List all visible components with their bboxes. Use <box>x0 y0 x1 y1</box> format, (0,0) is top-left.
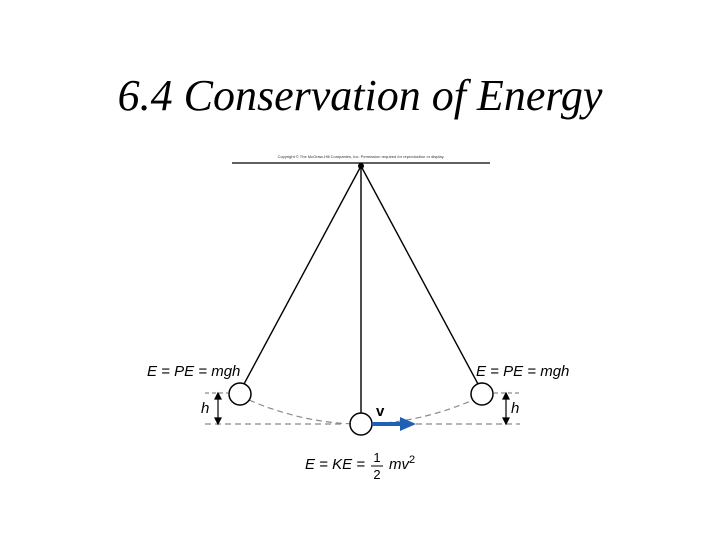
energy-label-right-var: mgh <box>540 363 569 380</box>
energy-label-bottom-var: mv2 <box>389 454 415 473</box>
energy-label-bottom-exponent: 2 <box>409 454 415 466</box>
energy-label-left-var: mgh <box>211 363 240 380</box>
copyright-notice: Copyright © The McGraw-Hill Companies, I… <box>278 154 445 159</box>
energy-label-bottom-prefix: E = KE = <box>305 456 365 473</box>
energy-label-left: E = PE = mgh <box>147 363 240 380</box>
height-label-right: h <box>511 400 519 417</box>
velocity-label: v <box>376 403 385 420</box>
page-title: 6.4 Conservation of Energy <box>117 71 603 120</box>
energy-label-bottom: E = KE = 1 2 mv2 <box>305 450 415 482</box>
energy-label-left-prefix: E = PE = <box>147 363 211 380</box>
string-right <box>360 165 479 385</box>
string-left <box>243 165 362 385</box>
bob-center <box>349 412 373 436</box>
velocity-arrow <box>372 417 416 431</box>
height-label-left: h <box>201 400 209 417</box>
fraction-numerator: 1 <box>373 450 380 465</box>
height-marker-right <box>502 391 510 426</box>
fraction-denominator: 2 <box>373 467 380 482</box>
energy-label-right-prefix: E = PE = <box>476 363 540 380</box>
bob-right <box>470 382 494 406</box>
height-marker-left <box>214 391 222 426</box>
energy-label-bottom-mv: mv <box>389 456 410 473</box>
energy-label-right: E = PE = mgh <box>476 363 569 380</box>
bob-left <box>228 382 252 406</box>
